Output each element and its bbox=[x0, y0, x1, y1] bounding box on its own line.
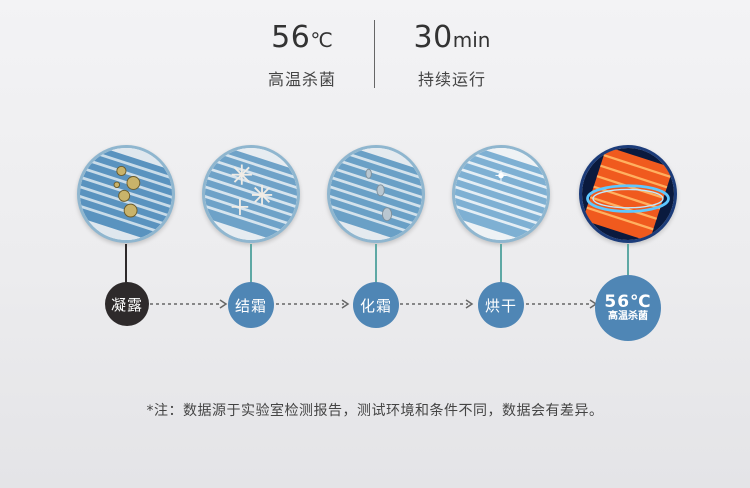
duration-value: 30min bbox=[362, 18, 542, 60]
heated-sterilization-icon bbox=[579, 145, 677, 243]
stage-1-badge: 凝露 bbox=[105, 282, 149, 326]
stem-1 bbox=[125, 244, 127, 284]
temperature-value: 56℃ bbox=[212, 18, 392, 60]
stage-3-badge: 化霜 bbox=[353, 282, 399, 328]
stage-3-label: 化霜 bbox=[359, 296, 392, 315]
arrow-right-icon bbox=[400, 298, 476, 310]
temperature-number: 56 bbox=[271, 20, 311, 55]
stem-2 bbox=[250, 244, 252, 284]
stage-2-badge: 结霜 bbox=[228, 282, 274, 328]
stem-3 bbox=[375, 244, 377, 284]
stage-5-badge: 56℃ 高温杀菌 bbox=[595, 275, 661, 341]
condensation-fins-icon bbox=[77, 145, 175, 243]
duration-unit: min bbox=[452, 28, 491, 52]
stage-5-label-big: 56℃ bbox=[604, 291, 652, 312]
stage-4-label: 烘干 bbox=[484, 296, 517, 315]
arrow-right-icon bbox=[276, 298, 352, 310]
drying-fins-icon bbox=[452, 145, 550, 243]
stat-temperature: 56℃ 高温杀菌 bbox=[212, 18, 392, 90]
temperature-unit: ℃ bbox=[310, 28, 333, 52]
arrow-right-icon bbox=[526, 298, 600, 310]
defrost-fins-icon bbox=[327, 145, 425, 243]
duration-number: 30 bbox=[413, 20, 453, 55]
arrow-right-icon bbox=[150, 298, 230, 310]
stat-divider bbox=[374, 20, 375, 88]
stat-duration: 30min 持续运行 bbox=[362, 18, 542, 90]
temperature-label: 高温杀菌 bbox=[267, 70, 336, 89]
stage-5-label-small: 高温杀菌 bbox=[608, 310, 648, 322]
footnote: *注：数据源于实验室检测报告，测试环境和条件不同，数据会有差异。 bbox=[146, 403, 604, 419]
stem-4 bbox=[500, 244, 502, 284]
stage-4-badge: 烘干 bbox=[478, 282, 524, 328]
duration-label: 持续运行 bbox=[417, 70, 486, 89]
stem-5 bbox=[627, 244, 629, 280]
stage-2-label: 结霜 bbox=[234, 296, 267, 315]
frost-fins-icon bbox=[202, 145, 300, 243]
stage-1-label: 凝露 bbox=[110, 295, 143, 314]
